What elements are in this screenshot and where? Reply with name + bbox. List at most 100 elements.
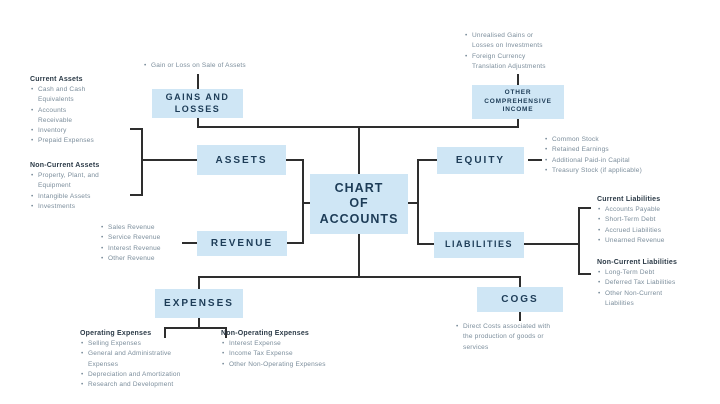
connector-liabilities-list-bracket <box>578 207 580 275</box>
connector-assets-list-bracket-top <box>130 128 143 130</box>
current-liabilities-title: Current Liabilities <box>597 196 661 203</box>
connector-expenses-split-right-stub <box>225 327 227 338</box>
connector-oci-top-stub <box>517 74 519 85</box>
list-item: Long-Term Debt <box>597 268 693 279</box>
list-item: Depreciation and Amortization <box>80 370 192 381</box>
connector-assets-list-bracket <box>141 128 143 196</box>
connector-gains-bottom-stub <box>197 118 199 128</box>
gain-loss-items: Gain or Loss on Sale of Assets <box>143 61 268 72</box>
connector-revenue-to-bracket <box>287 242 304 244</box>
connector-equity-list-dash <box>528 159 542 161</box>
current-assets-list: Current Assets Cash and Cash Equivalents… <box>30 76 102 147</box>
list-item: Accounts Receivable <box>30 106 102 127</box>
list-item: Property, Plant, and Equipment <box>30 171 106 192</box>
list-item: Gain or Loss on Sale of Assets <box>143 61 268 72</box>
operating-expenses-title: Operating Expenses <box>80 330 152 337</box>
node-expenses: EXPENSES <box>155 289 243 318</box>
connector-right-bracket <box>417 159 419 244</box>
cogs-description-items: Direct Costs associated with the product… <box>455 322 559 353</box>
connector-cogs-top-stub <box>519 276 521 287</box>
connector-assets-to-bracket <box>286 159 304 161</box>
gain-loss-list: Gain or Loss on Sale of Assets <box>143 61 268 72</box>
list-item: Other Non-Operating Expenses <box>221 360 331 371</box>
list-item: Deferred Tax Liabilities <box>597 278 693 289</box>
current-liabilities-items: Accounts PayableShort-Term DebtAccrued L… <box>597 205 707 246</box>
list-item: Interest Expense <box>221 339 331 350</box>
list-item: Other Revenue <box>100 254 186 265</box>
connector-equity-to-bracket <box>417 159 437 161</box>
list-item: Service Revenue <box>100 233 186 244</box>
connector-expenses-top-stub <box>198 276 200 289</box>
node-chart-of-accounts: CHART OF ACCOUNTS <box>310 174 408 234</box>
connector-expenses-bottom-stub <box>198 318 200 328</box>
non-current-assets-title: Non-Current Assets <box>30 162 100 169</box>
operating-expenses-list: Operating Expenses Selling ExpensesGener… <box>80 330 192 391</box>
connector-liabilities-list-bracket-top <box>578 207 591 209</box>
node-equity: EQUITY <box>437 147 524 174</box>
list-item: Unearned Revenue <box>597 236 707 247</box>
node-assets: ASSETS <box>197 145 286 175</box>
operating-expenses-items: Selling ExpensesGeneral and Administrati… <box>80 339 192 391</box>
list-item: Accrued Liabilities <box>597 226 707 237</box>
node-revenue: REVENUE <box>197 231 287 256</box>
connector-liabilities-list-bracket-bottom <box>578 273 591 275</box>
list-item: Unrealised Gains or Losses on Investment… <box>464 31 556 52</box>
equity-list: Common StockRetained EarningsAdditional … <box>544 135 662 176</box>
connector-center-bottom-stub <box>358 234 360 278</box>
list-item: Retained Earnings <box>544 145 662 156</box>
list-item: Short-Term Debt <box>597 215 707 226</box>
current-assets-title: Current Assets <box>30 76 83 83</box>
list-item: Common Stock <box>544 135 662 146</box>
list-item: Direct Costs associated with the product… <box>455 322 559 353</box>
connector-bracket-to-center-left <box>302 202 310 204</box>
non-current-liabilities-title: Non-Current Liabilities <box>597 259 678 266</box>
list-item: Prepaid Expenses <box>30 136 102 147</box>
node-liabilities: LIABILITIES <box>434 232 524 258</box>
list-item: Interest Revenue <box>100 244 186 255</box>
node-gains-and-losses: GAINS AND LOSSES <box>152 89 243 118</box>
connector-liabilities-right <box>524 243 580 245</box>
list-item: Income Tax Expense <box>221 349 331 360</box>
oci-list: Unrealised Gains or Losses on Investment… <box>464 31 556 72</box>
connector-left-bracket <box>302 159 304 244</box>
connector-assets-list-to-assets <box>141 159 197 161</box>
non-current-assets-list: Non-Current Assets Property, Plant, and … <box>30 162 106 212</box>
connector-bracket-to-center-right <box>408 202 419 204</box>
connector-center-top-stub <box>358 126 360 174</box>
list-item: Inventory <box>30 126 102 137</box>
node-cogs: COGS <box>477 287 563 312</box>
connector-bottom-rail <box>198 276 520 278</box>
connector-oci-bottom-stub <box>517 119 519 128</box>
node-other-comprehensive-income: OTHER COMPREHENSIVE INCOME <box>472 85 564 119</box>
non-current-liabilities-items: Long-Term DebtDeferred Tax LiabilitiesOt… <box>597 268 693 309</box>
revenue-items: Sales RevenueService RevenueInterest Rev… <box>100 223 186 264</box>
connector-gains-top-stub <box>197 74 199 89</box>
current-liabilities-list: Current Liabilities Accounts PayableShor… <box>597 196 707 246</box>
list-item: Foreign Currency Translation Adjustments <box>464 52 556 73</box>
non-operating-expenses-list: Non-Operating Expenses Interest ExpenseI… <box>221 330 331 370</box>
list-item: Cash and Cash Equivalents <box>30 85 102 106</box>
non-operating-expenses-title: Non-Operating Expenses <box>221 330 310 337</box>
connector-liabilities-to-bracket <box>417 243 434 245</box>
connector-revenue-list-dash <box>182 242 197 244</box>
current-assets-items: Cash and Cash EquivalentsAccounts Receiv… <box>30 85 102 147</box>
oci-items: Unrealised Gains or Losses on Investment… <box>464 31 556 72</box>
connector-cogs-bottom-stub <box>519 312 521 321</box>
connector-expenses-split-left-stub <box>164 327 166 338</box>
list-item: Other Non-Current Liabilities <box>597 289 693 310</box>
cogs-description-list: Direct Costs associated with the product… <box>455 322 559 353</box>
list-item: Research and Development <box>80 380 192 391</box>
list-item: General and Administrative Expenses <box>80 349 192 370</box>
list-item: Intangible Assets <box>30 192 106 203</box>
list-item: Treasury Stock (if applicable) <box>544 166 662 177</box>
connector-expenses-split-rail <box>164 327 227 329</box>
non-current-liabilities-list: Non-Current Liabilities Long-Term DebtDe… <box>597 259 693 309</box>
revenue-list: Sales RevenueService RevenueInterest Rev… <box>100 223 186 264</box>
list-item: Accounts Payable <box>597 205 707 216</box>
list-item: Additional Paid-in Capital <box>544 156 662 167</box>
list-item: Selling Expenses <box>80 339 192 350</box>
connector-assets-list-bracket-bottom <box>130 194 143 196</box>
list-item: Sales Revenue <box>100 223 186 234</box>
list-item: Investments <box>30 202 106 213</box>
